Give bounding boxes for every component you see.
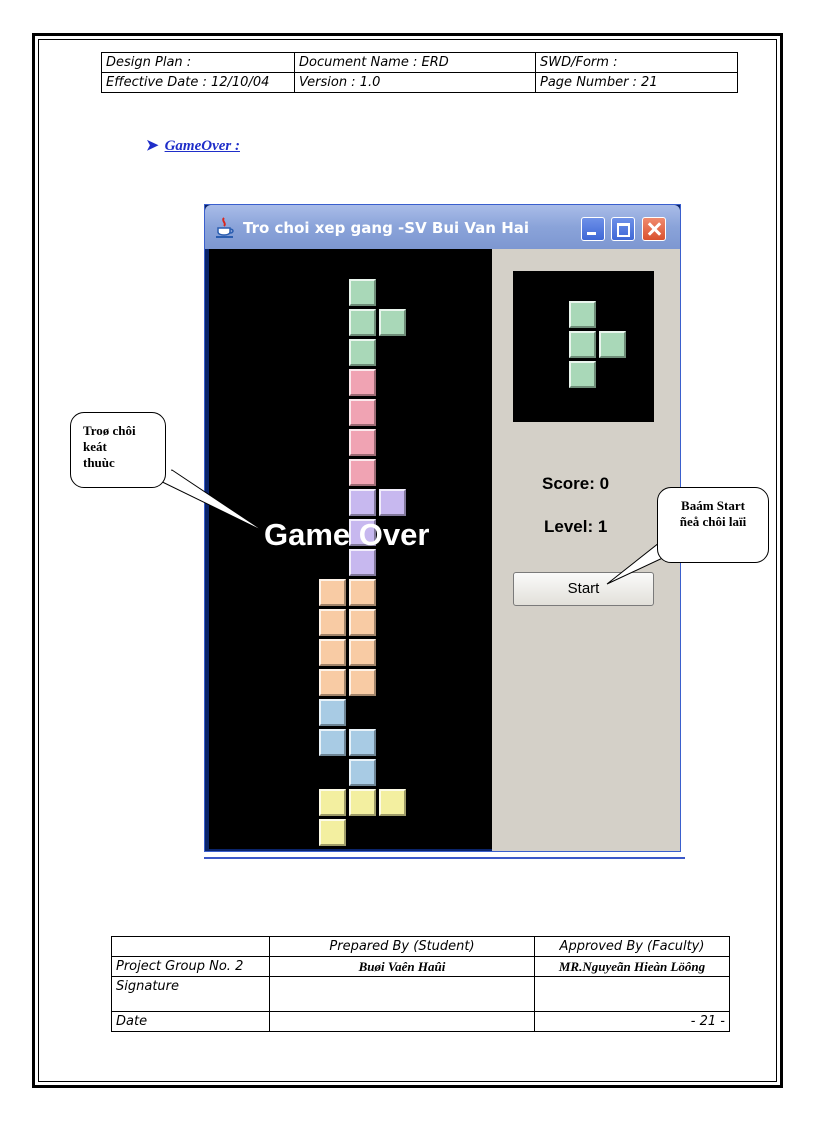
tetris-block xyxy=(349,369,376,396)
footer-blank-cell xyxy=(111,936,270,957)
tetris-block xyxy=(319,579,346,606)
tetris-block xyxy=(319,669,346,696)
tetris-block xyxy=(349,549,376,576)
signature-student-cell xyxy=(269,976,535,1012)
project-group-cell: Project Group No. 2 xyxy=(111,956,270,977)
date-student-cell xyxy=(269,1011,535,1032)
tetris-block xyxy=(379,489,406,516)
next-piece-preview xyxy=(513,271,654,422)
tetris-block xyxy=(319,819,346,846)
arrow-bullet-icon: ➤ xyxy=(146,138,159,154)
tetris-block xyxy=(319,699,346,726)
callout-line: Baám Start xyxy=(681,498,745,513)
score-label: Score: 0 xyxy=(542,474,610,493)
version-cell: Version : 1.0 xyxy=(294,72,536,93)
next-piece-block xyxy=(569,331,596,358)
tetris-block xyxy=(379,309,406,336)
page-number-cell: Page Number : 21 xyxy=(535,72,738,93)
callout-line: ñeå chôi laïi xyxy=(679,514,747,529)
tetris-block xyxy=(349,729,376,756)
game-board: Game Over xyxy=(209,249,492,849)
callout-line: keát xyxy=(83,439,107,454)
window-titlebar[interactable]: Tro choi xep gang -SV Bui Van Hai xyxy=(205,205,680,249)
section-title-text: GameOver : xyxy=(164,138,240,154)
game-over-text: Game Over xyxy=(264,517,430,552)
side-panel: Score: 0 Level: 1 Start xyxy=(492,249,680,851)
java-cup-icon xyxy=(216,217,234,238)
effective-date-cell: Effective Date : 12/10/04 xyxy=(101,72,295,93)
faculty-name-cell: MR.Nguyeãn Hieàn Löông xyxy=(534,956,730,977)
tetris-block xyxy=(349,669,376,696)
tetris-block xyxy=(349,519,376,546)
minimize-button[interactable] xyxy=(581,217,605,241)
tetris-block xyxy=(379,789,406,816)
start-button[interactable]: Start xyxy=(513,572,654,606)
tetris-block xyxy=(349,339,376,366)
next-piece-block xyxy=(569,361,596,388)
signature-faculty-cell xyxy=(534,976,730,1012)
tetris-block xyxy=(349,399,376,426)
prepared-by-cell: Prepared By (Student) xyxy=(269,936,535,957)
tetris-block xyxy=(349,609,376,636)
signature-cell: Signature xyxy=(111,976,270,1012)
page-border-outer xyxy=(32,33,783,1088)
date-cell: Date xyxy=(111,1011,270,1032)
tetris-block xyxy=(349,759,376,786)
tetris-block xyxy=(349,429,376,456)
page-footer-cell: - 21 - xyxy=(534,1011,730,1032)
tetris-block xyxy=(349,579,376,606)
section-heading: ➤ GameOver : xyxy=(146,136,240,155)
tetris-block xyxy=(319,639,346,666)
tetris-block xyxy=(349,459,376,486)
header-table: Design Plan : Document Name : ERD SWD/Fo… xyxy=(101,52,738,93)
callout-line: Troø chôi xyxy=(83,423,136,438)
design-plan-cell: Design Plan : xyxy=(101,52,295,73)
tetris-block xyxy=(319,609,346,636)
level-label: Level: 1 xyxy=(544,517,608,536)
callout-line: thuùc xyxy=(83,455,115,470)
tetris-block xyxy=(349,309,376,336)
tetris-block xyxy=(319,729,346,756)
tetris-block xyxy=(319,789,346,816)
tetris-block xyxy=(349,279,376,306)
window-bottom-line xyxy=(204,857,685,859)
restart-callout: Baám Start ñeå chôi laïi xyxy=(657,487,769,563)
page-border-inner xyxy=(38,39,777,1082)
approved-by-cell: Approved By (Faculty) xyxy=(534,936,730,957)
game-window: Tro choi xep gang -SV Bui Van Hai Game O… xyxy=(204,204,681,852)
document-name-cell: Document Name : ERD xyxy=(294,52,536,73)
window-title: Tro choi xep gang -SV Bui Van Hai xyxy=(243,219,530,237)
tetris-block xyxy=(349,639,376,666)
maximize-button[interactable] xyxy=(611,217,635,241)
next-piece-block xyxy=(599,331,626,358)
close-button[interactable] xyxy=(642,217,666,241)
game-end-callout: Troø chôi keát thuùc xyxy=(70,412,166,488)
student-name-cell: Buøi Vaên Haûi xyxy=(269,956,535,977)
tetris-block xyxy=(349,789,376,816)
tetris-block xyxy=(349,489,376,516)
next-piece-block xyxy=(569,301,596,328)
footer-table: Prepared By (Student) Approved By (Facul… xyxy=(111,936,730,1032)
